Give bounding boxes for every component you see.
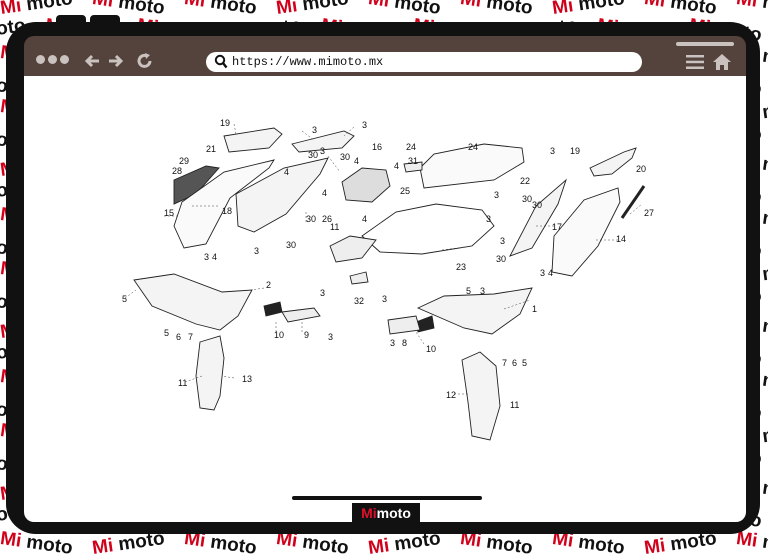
part-number-label: 1 xyxy=(532,304,537,314)
mimoto-logo: Mimoto xyxy=(352,503,420,522)
part-drawings xyxy=(133,127,646,441)
part-number-label: 3 xyxy=(204,252,209,262)
part-number-label: 24 xyxy=(468,142,478,152)
part-number-label: 19 xyxy=(570,146,580,156)
part-number-label: 3 xyxy=(312,125,317,135)
part-number-label: 3 xyxy=(550,146,555,156)
address-bar[interactable]: https://www.mimoto.mx xyxy=(206,52,642,72)
part-number-label: 26 xyxy=(322,214,332,224)
part-number-label: 30 xyxy=(340,152,350,162)
tablet-button xyxy=(90,15,120,27)
part-number-label: 12 xyxy=(446,390,456,400)
part-number-label: 6 xyxy=(512,358,517,368)
part-number-label: 3 xyxy=(320,288,325,298)
watermark-logo: Mi moto xyxy=(550,0,626,19)
forward-arrow-icon[interactable] xyxy=(108,54,124,68)
part-number-label: 3 xyxy=(254,246,259,256)
part-number-label: 3 xyxy=(494,190,499,200)
part-number-label: 4 xyxy=(284,167,289,177)
part-number-label: 16 xyxy=(372,142,382,152)
url-text: https://www.mimoto.mx xyxy=(232,55,384,69)
part-number-label: 30 xyxy=(306,214,316,224)
home-icon[interactable] xyxy=(712,53,732,71)
window-dot xyxy=(60,55,69,64)
part-number-label: 7 xyxy=(188,332,193,342)
part-number-label: 4 xyxy=(322,188,327,198)
part-number-label: 11 xyxy=(330,222,339,232)
part-number-label: 7 xyxy=(502,358,507,368)
part-number-label: 32 xyxy=(354,296,364,306)
part-number-label: 21 xyxy=(206,144,216,154)
part-number-label: 3 xyxy=(480,286,485,296)
part-number-label: 22 xyxy=(520,176,530,186)
watermark-logo: Mi moto xyxy=(366,0,442,19)
window-dot xyxy=(48,55,57,64)
part-number-label: 30 xyxy=(308,150,318,160)
watermark-logo: Mi moto xyxy=(458,0,534,19)
part-number-label: 14 xyxy=(616,234,626,244)
part-number-label: 15 xyxy=(164,208,174,218)
window-dot xyxy=(36,55,45,64)
part-number-label: 5 xyxy=(522,358,527,368)
part-number-label: 3 xyxy=(390,338,395,348)
part-number-label: 11 xyxy=(178,378,187,388)
toolbar-indicator xyxy=(676,42,734,46)
menu-icon[interactable] xyxy=(686,54,704,70)
part-number-label: 30 xyxy=(496,254,506,264)
part-number-label: 10 xyxy=(426,344,436,354)
window-dots xyxy=(36,51,72,69)
part-number-label: 11 xyxy=(510,400,519,410)
part-number-label: 29 xyxy=(179,156,189,166)
watermark-logo: Mi moto xyxy=(734,0,768,19)
part-number-label: 31 xyxy=(408,156,418,166)
part-number-label: 3 xyxy=(486,214,491,224)
part-number-label: 20 xyxy=(636,164,646,174)
back-arrow-icon[interactable] xyxy=(84,54,100,68)
part-number-label: 2 xyxy=(266,280,271,290)
part-number-label: 17 xyxy=(552,222,562,232)
part-number-label: 4 xyxy=(394,161,399,171)
part-number-label: 19 xyxy=(220,118,230,128)
watermark-logo: Mi moto xyxy=(182,0,258,19)
search-icon xyxy=(214,54,228,69)
part-number-label: 6 xyxy=(176,332,181,342)
part-number-label: 4 xyxy=(548,268,553,278)
part-number-label: 9 xyxy=(304,330,309,340)
part-number-label: 3 xyxy=(320,146,325,156)
part-number-label: 5 xyxy=(466,286,471,296)
watermark-logo: Mi moto xyxy=(274,0,350,19)
part-number-label: 8 xyxy=(402,338,407,348)
part-number-label: 24 xyxy=(406,142,416,152)
part-number-label: 13 xyxy=(242,374,252,384)
part-number-label: 10 xyxy=(274,330,284,340)
part-number-label: 23 xyxy=(456,262,466,272)
part-number-label: 30 xyxy=(286,240,296,250)
part-number-label: 30 xyxy=(532,200,542,210)
part-number-label: 28 xyxy=(172,166,182,176)
part-number-label: 30 xyxy=(522,194,532,204)
part-number-label: 4 xyxy=(362,214,367,224)
part-number-label: 3 xyxy=(362,120,367,130)
part-number-label: 27 xyxy=(644,208,654,218)
part-number-label: 25 xyxy=(400,186,410,196)
part-number-label: 3 xyxy=(500,236,505,246)
part-number-label: 18 xyxy=(222,206,232,216)
watermark-logo: Mi moto xyxy=(642,0,718,19)
part-number-label: 4 xyxy=(354,156,359,166)
part-number-label: 4 xyxy=(212,252,217,262)
watermark-logo: Mi moto xyxy=(734,528,768,555)
home-indicator-bar[interactable] xyxy=(292,496,482,500)
part-number-label: 3 xyxy=(382,294,387,304)
part-number-label: 5 xyxy=(164,328,169,338)
part-number-label: 5 xyxy=(122,294,127,304)
reload-icon[interactable] xyxy=(136,52,154,70)
tablet-button xyxy=(56,15,86,27)
browser-toolbar: https://www.mimoto.mx xyxy=(24,36,746,76)
leader-lines xyxy=(124,123,643,395)
part-number-label: 3 xyxy=(328,332,333,342)
part-number-label: 3 xyxy=(540,268,545,278)
